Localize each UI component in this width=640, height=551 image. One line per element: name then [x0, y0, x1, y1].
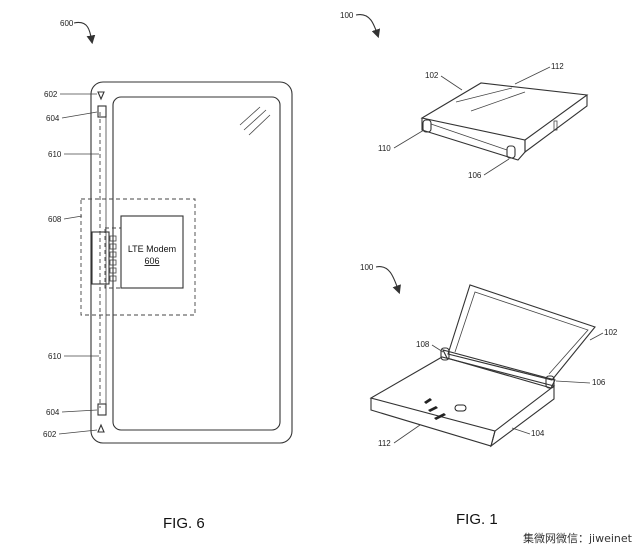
fig1-closed-hinge-line: [430, 123, 508, 151]
fig1-bottom-leader-106: [555, 380, 591, 384]
fig6-bottom-connector-602: [97, 423, 105, 433]
fig1-bottom-leader-104: [511, 427, 531, 435]
fig1-bottom-label-102: 102: [604, 328, 618, 337]
fig1-closed-seam-b: [470, 91, 526, 112]
fig1-caption: FIG. 1: [456, 511, 498, 528]
fig1-top-label-106: 106: [468, 171, 482, 180]
fig1-closed-side-slot: [553, 120, 558, 131]
fig6-label-608: 608: [48, 215, 62, 224]
fig1-open-hinge-left: [440, 347, 450, 361]
fig6-label-610-bottom: 610: [48, 352, 62, 361]
fig6-glare-line-1: [239, 106, 261, 126]
fig6-label-602-bottom: 602: [43, 430, 57, 439]
fig1-top-label-112: 112: [551, 62, 564, 71]
fig1-top-leader-102: [440, 75, 463, 91]
fig1-top-leader-110: [393, 129, 425, 149]
fig6-ref-label: 600: [60, 19, 74, 28]
fig1-closed-right-face: [524, 95, 588, 154]
fig6-display: [112, 96, 281, 431]
fig1-closed-top-surface: [420, 82, 589, 141]
fig1-bottom-ref-arrow: [375, 266, 401, 295]
fig1-closed-front-face: [421, 118, 526, 161]
fig1-top-leader-106: [483, 158, 510, 176]
fig1-open-base-icons: [424, 398, 467, 420]
fig1-bottom-label-112: 112: [378, 439, 391, 448]
fig6-region-608: [80, 198, 196, 316]
fig6-modem-label: LTE Modem: [128, 244, 176, 254]
fig6-label-604-top: 604: [46, 114, 60, 123]
fig1-top-label-110: 110: [378, 144, 391, 153]
fig1-bottom-ref-label: 100: [360, 263, 374, 272]
fig6-modem-number: 606: [144, 256, 159, 266]
fig1-open-lid: [447, 284, 596, 381]
fig1-bottom-leader-112: [393, 424, 421, 444]
fig6-ref-arrow: [73, 21, 96, 45]
fig6-lte-modem: [120, 215, 184, 289]
fig6-bottom-element-604: [97, 403, 107, 416]
fig6-leader-604-bottom: [61, 409, 98, 413]
fig1-open-base-right: [490, 386, 555, 448]
fig6-glare-line-2: [243, 109, 267, 131]
fig6-top-element-604: [97, 105, 107, 118]
fig6-group: 600 LTE Modem 6: [43, 19, 293, 532]
fig6-label-610-top: 610: [48, 150, 62, 159]
fig6-leader-608: [63, 215, 83, 220]
fig1-bottom-label-104: 104: [531, 429, 545, 438]
fig1-top-label-102: 102: [425, 71, 439, 80]
fig6-caption: FIG. 6: [163, 515, 205, 532]
fig1-closed-hinge-right: [506, 145, 516, 159]
fig1-bottom-leader-102: [589, 332, 604, 341]
fig1-top-ref-label: 100: [340, 11, 354, 20]
fig1-closed-group: 100 102 112 110 106: [340, 11, 589, 180]
fig1-open-hinge-right: [545, 375, 555, 389]
fig6-leader-604-top: [61, 111, 98, 119]
fig6-label-604-bottom: 604: [46, 408, 60, 417]
fig1-top-ref-arrow: [355, 14, 381, 39]
fig1-open-lid-inner: [454, 291, 589, 375]
fig6-label-602-top: 602: [44, 90, 58, 99]
fig6-glare-line-3: [248, 114, 271, 136]
fig6-connector-block: [91, 231, 110, 285]
fig6-leader-602-bottom: [58, 429, 98, 435]
fig6-connector-pins: [109, 235, 117, 282]
fig1-open-group: 100 108 102 106 104 112 FIG. 1: [360, 263, 618, 528]
fig1-bottom-leader-108: [431, 344, 444, 353]
fig1-closed-hinge-left: [422, 119, 432, 133]
fig6-top-connector-602: [97, 91, 105, 101]
fig6-device-body: [90, 81, 293, 444]
fig1-bottom-label-108: 108: [416, 340, 430, 349]
fig1-bottom-label-106: 106: [592, 378, 606, 387]
watermark: 集微网微信：jiweinet: [523, 532, 632, 545]
fig1-top-leader-112: [514, 66, 551, 85]
fig1-closed-seam-a: [455, 87, 513, 103]
